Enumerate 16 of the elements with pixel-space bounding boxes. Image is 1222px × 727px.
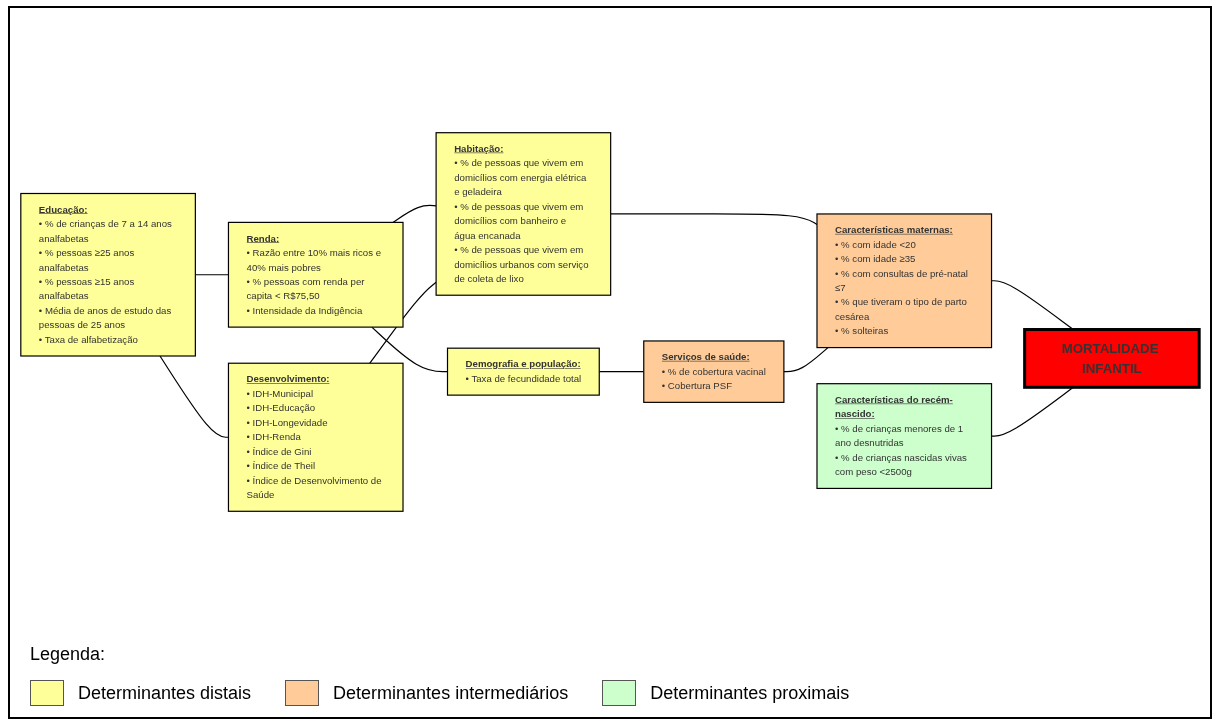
- legend-label: Determinantes intermediários: [333, 682, 569, 704]
- legend-title: Legenda:: [30, 644, 106, 664]
- node-box: Educação: • % de crianças de 7 a 14 anos analfabetas • % pessoas ≥25 anos analfabetas • % pessoas ≥15 anos analfabetas • Média de anos de estudo das pessoas de 25 anos • Taxa de alfabetização: [20, 192, 196, 357]
- node-box: Serviços de saúde: • % de cobertura vacinal • Cobertura PSF: [643, 340, 785, 403]
- connector: [783, 346, 829, 373]
- legend-label: Determinantes distais: [78, 682, 252, 704]
- node-box: Habitação: • % de pessoas que vivem em domicílios com energia elétrica e geladeira • % de pessoas que vivem em domicílios com banheiro e água encanada • % de pessoas que vivem em domicílios urbanos com serviço de coleta de lixo: [435, 132, 612, 296]
- node-box: Características maternas: • % com idade <20 • % com idade ≥35 • % com consultas de pré-natal ≤7 • % que tiveram o tipo de parto cesárea • % solteiras: [816, 213, 993, 349]
- node-box: Demografia e população: • Taxa de fecundidade total: [446, 347, 600, 396]
- node-box: Renda: • Razão entre 10% mais ricos e 40% mais pobres • % pessoas com renda per capita < R$75,50 • Intensidade da Indigência: [227, 221, 404, 328]
- node-box: Desenvolvimento: • IDH-Municipal • IDH-Educação • IDH-Longevidade • IDH-Renda • Índice de Gini • Índice de Theil • Índice de Desenvolvimento de Saúde: [227, 362, 404, 512]
- connector: [392, 204, 437, 223]
- legend-label: Determinantes proximais: [650, 682, 850, 704]
- node-box: MORTALIDADE INFANTIL: [1023, 328, 1201, 389]
- node-box: Características do recém-nascido: • % de crianças menores de 1 ano desnutridas • % de crianças nascidas vivas com peso <2500g: [816, 383, 993, 490]
- connector: [369, 281, 437, 364]
